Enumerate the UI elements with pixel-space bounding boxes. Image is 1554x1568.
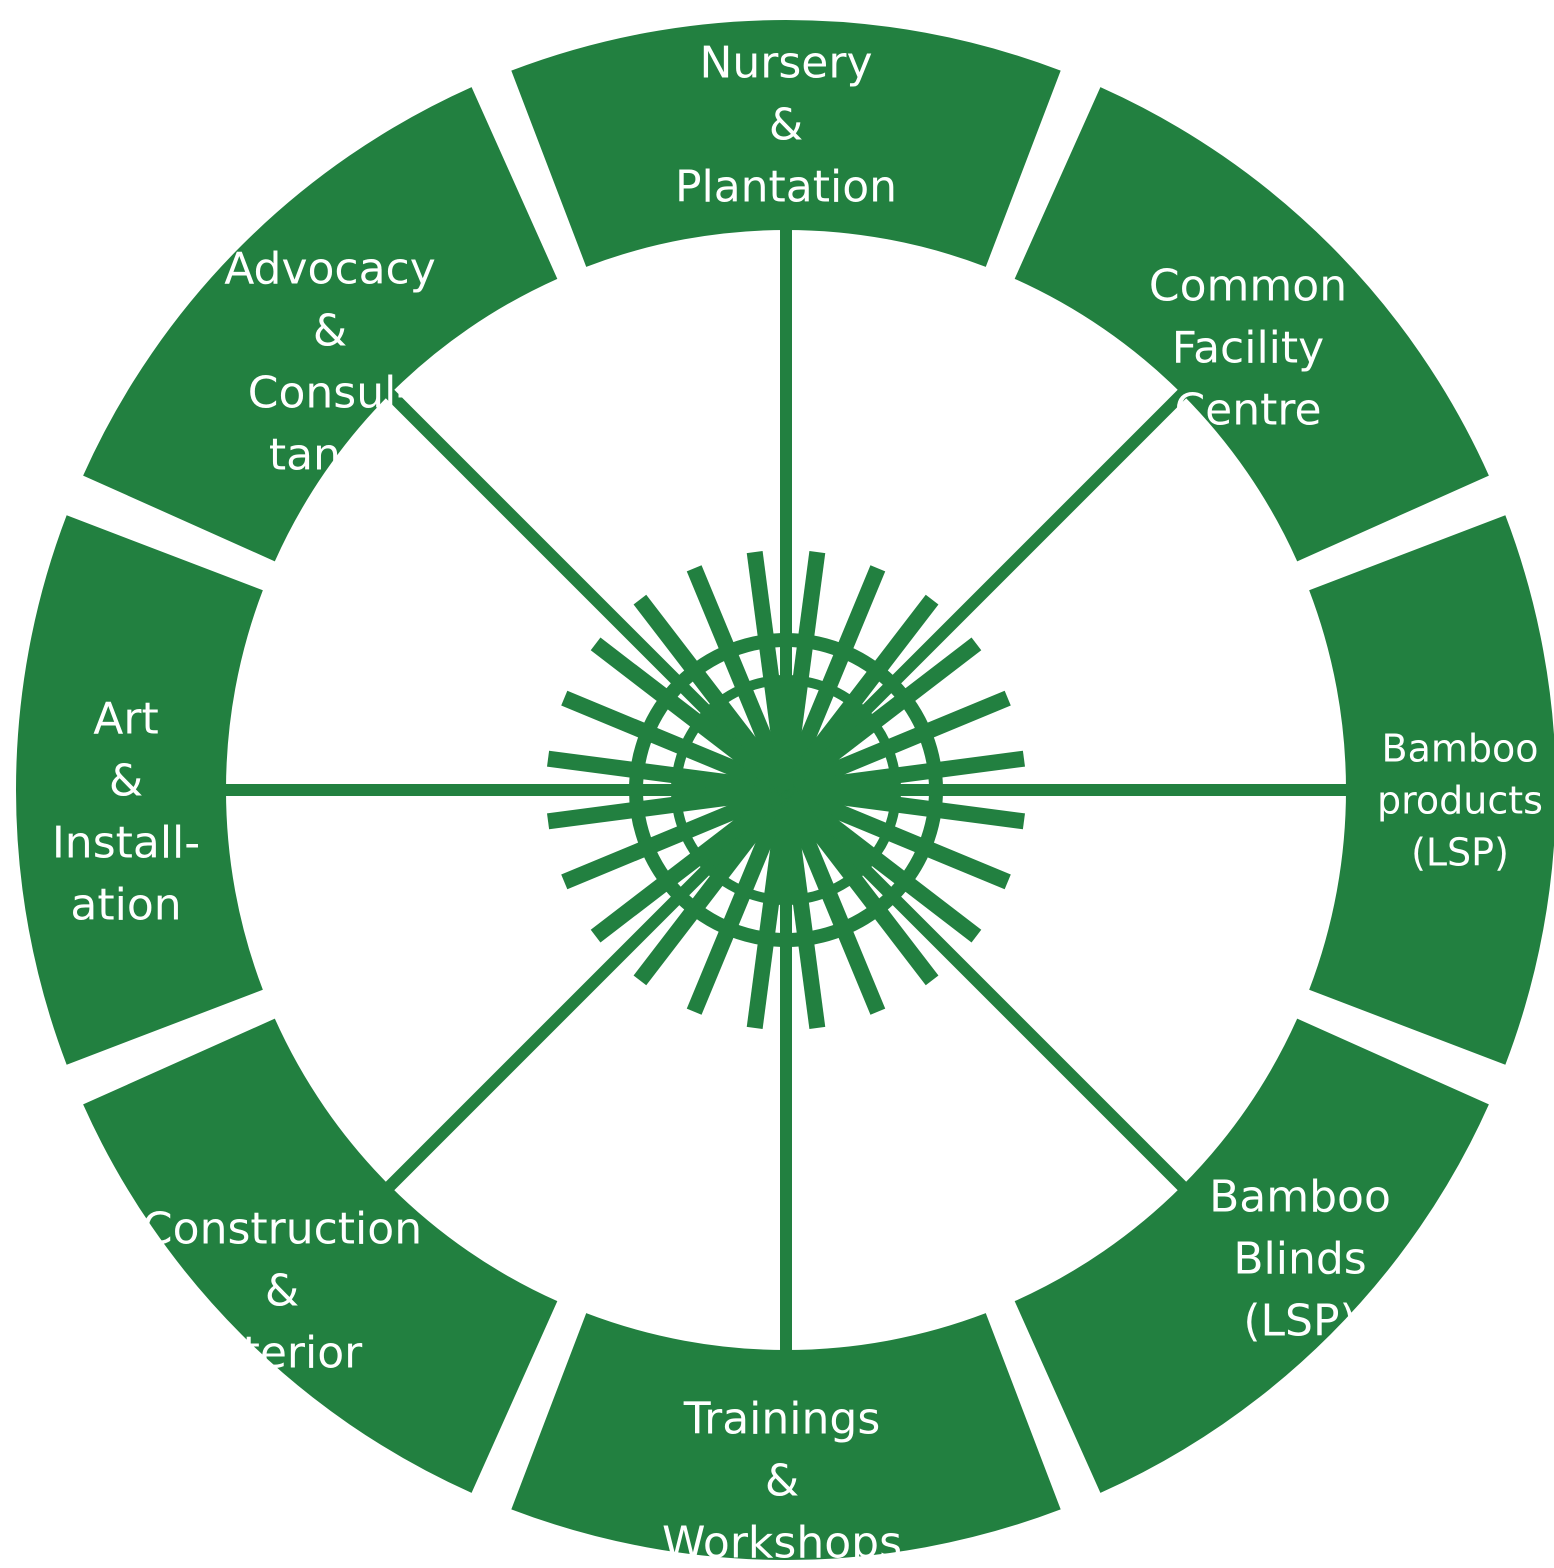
label-line: & xyxy=(765,1455,799,1506)
label-line: Bamboo xyxy=(1382,726,1539,770)
hub-ray xyxy=(778,551,826,792)
label-line: Facility xyxy=(1172,322,1324,373)
spoke-line xyxy=(781,385,1191,795)
hub-ray xyxy=(781,783,982,943)
label-line: Interior xyxy=(202,1327,363,1378)
label-line: Blinds xyxy=(1233,1233,1366,1284)
label-line: Workshops xyxy=(662,1517,902,1568)
hub-ray xyxy=(686,565,794,794)
segment-common-facility xyxy=(1014,87,1489,562)
central-bamboo-emblem xyxy=(547,551,1025,1029)
label-nursery: Nursery & Plantation xyxy=(675,37,897,212)
hub-ray xyxy=(633,594,793,795)
hub-ray xyxy=(547,782,788,830)
label-line: Install- xyxy=(52,817,200,868)
label-line: Common xyxy=(1149,260,1347,311)
hub-ray xyxy=(686,786,794,1015)
label-line: Advocacy xyxy=(224,243,436,294)
hub-ray xyxy=(778,788,826,1029)
label-line: (LSP) xyxy=(1243,1295,1356,1346)
label-line: & xyxy=(265,1265,299,1316)
label-line: & xyxy=(109,755,143,806)
hub-ray xyxy=(779,785,939,986)
segment-advocacy xyxy=(83,87,558,562)
hub-ray xyxy=(782,782,1011,890)
segment-bamboo-blinds xyxy=(1014,1018,1489,1493)
label-line: Plantation xyxy=(675,161,897,212)
label-line: Construction xyxy=(142,1203,422,1254)
label-line: products xyxy=(1377,778,1543,822)
hub-ray xyxy=(590,637,791,797)
segment-art xyxy=(15,515,263,1065)
segment-bamboo-products xyxy=(1309,515,1554,1065)
segment-nursery xyxy=(511,20,1061,267)
segment-construction xyxy=(83,1018,558,1493)
spoke-line xyxy=(781,785,1191,1195)
hub-circle xyxy=(629,633,943,947)
hub-ray xyxy=(781,637,982,797)
label-construction: Construction & Interior xyxy=(142,1203,422,1378)
hub-ray xyxy=(784,750,1025,798)
label-line: Trainings xyxy=(683,1393,881,1444)
spoke-line xyxy=(381,385,791,795)
hub-ray xyxy=(547,750,788,798)
outer-ring xyxy=(15,20,1554,1560)
label-line: Centre xyxy=(1174,384,1321,435)
label-line: & xyxy=(313,305,347,356)
hub-ray xyxy=(782,690,1011,798)
hub-ray xyxy=(590,783,791,943)
hub-inner-circle xyxy=(671,675,901,905)
hub-ray xyxy=(633,785,793,986)
hub-ray xyxy=(778,786,886,1015)
label-advocacy: Advocacy & Consul-tancy xyxy=(224,243,436,480)
segment-trainings xyxy=(511,1313,1061,1560)
label-line: ation xyxy=(70,879,181,930)
label-trainings: Trainings & Workshops xyxy=(662,1393,902,1568)
hub-ray xyxy=(779,594,939,795)
label-line: tancy xyxy=(269,429,391,480)
hub-ray xyxy=(561,782,790,890)
label-line: Consul- xyxy=(248,367,412,418)
hub-ray xyxy=(746,788,794,1029)
label-line: Bamboo xyxy=(1209,1171,1391,1222)
label-line: Nursery xyxy=(699,37,872,88)
hub-ray xyxy=(784,782,1025,830)
spoke-line xyxy=(381,785,791,1195)
label-bamboo-products: Bamboo products (LSP) xyxy=(1377,726,1543,874)
hub-ray xyxy=(561,690,790,798)
hub-ray xyxy=(778,565,886,794)
label-art: Art & Install-ation xyxy=(52,693,200,930)
hub-ray xyxy=(746,551,794,792)
label-line: Art xyxy=(93,693,158,744)
spokes xyxy=(220,224,1352,1356)
label-line: (LSP) xyxy=(1411,830,1509,874)
label-line: & xyxy=(769,99,803,150)
